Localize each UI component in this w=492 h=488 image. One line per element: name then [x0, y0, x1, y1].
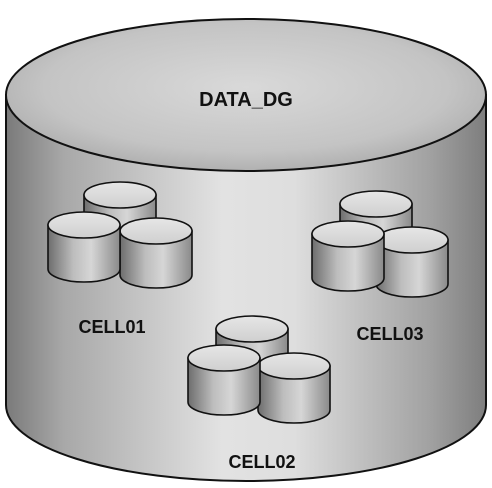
diskgroup-label: DATA_DG — [199, 89, 293, 111]
cell02-label: CELL02 — [228, 452, 295, 472]
cell03-label: CELL03 — [356, 324, 423, 344]
cell01-label: CELL01 — [78, 317, 145, 337]
